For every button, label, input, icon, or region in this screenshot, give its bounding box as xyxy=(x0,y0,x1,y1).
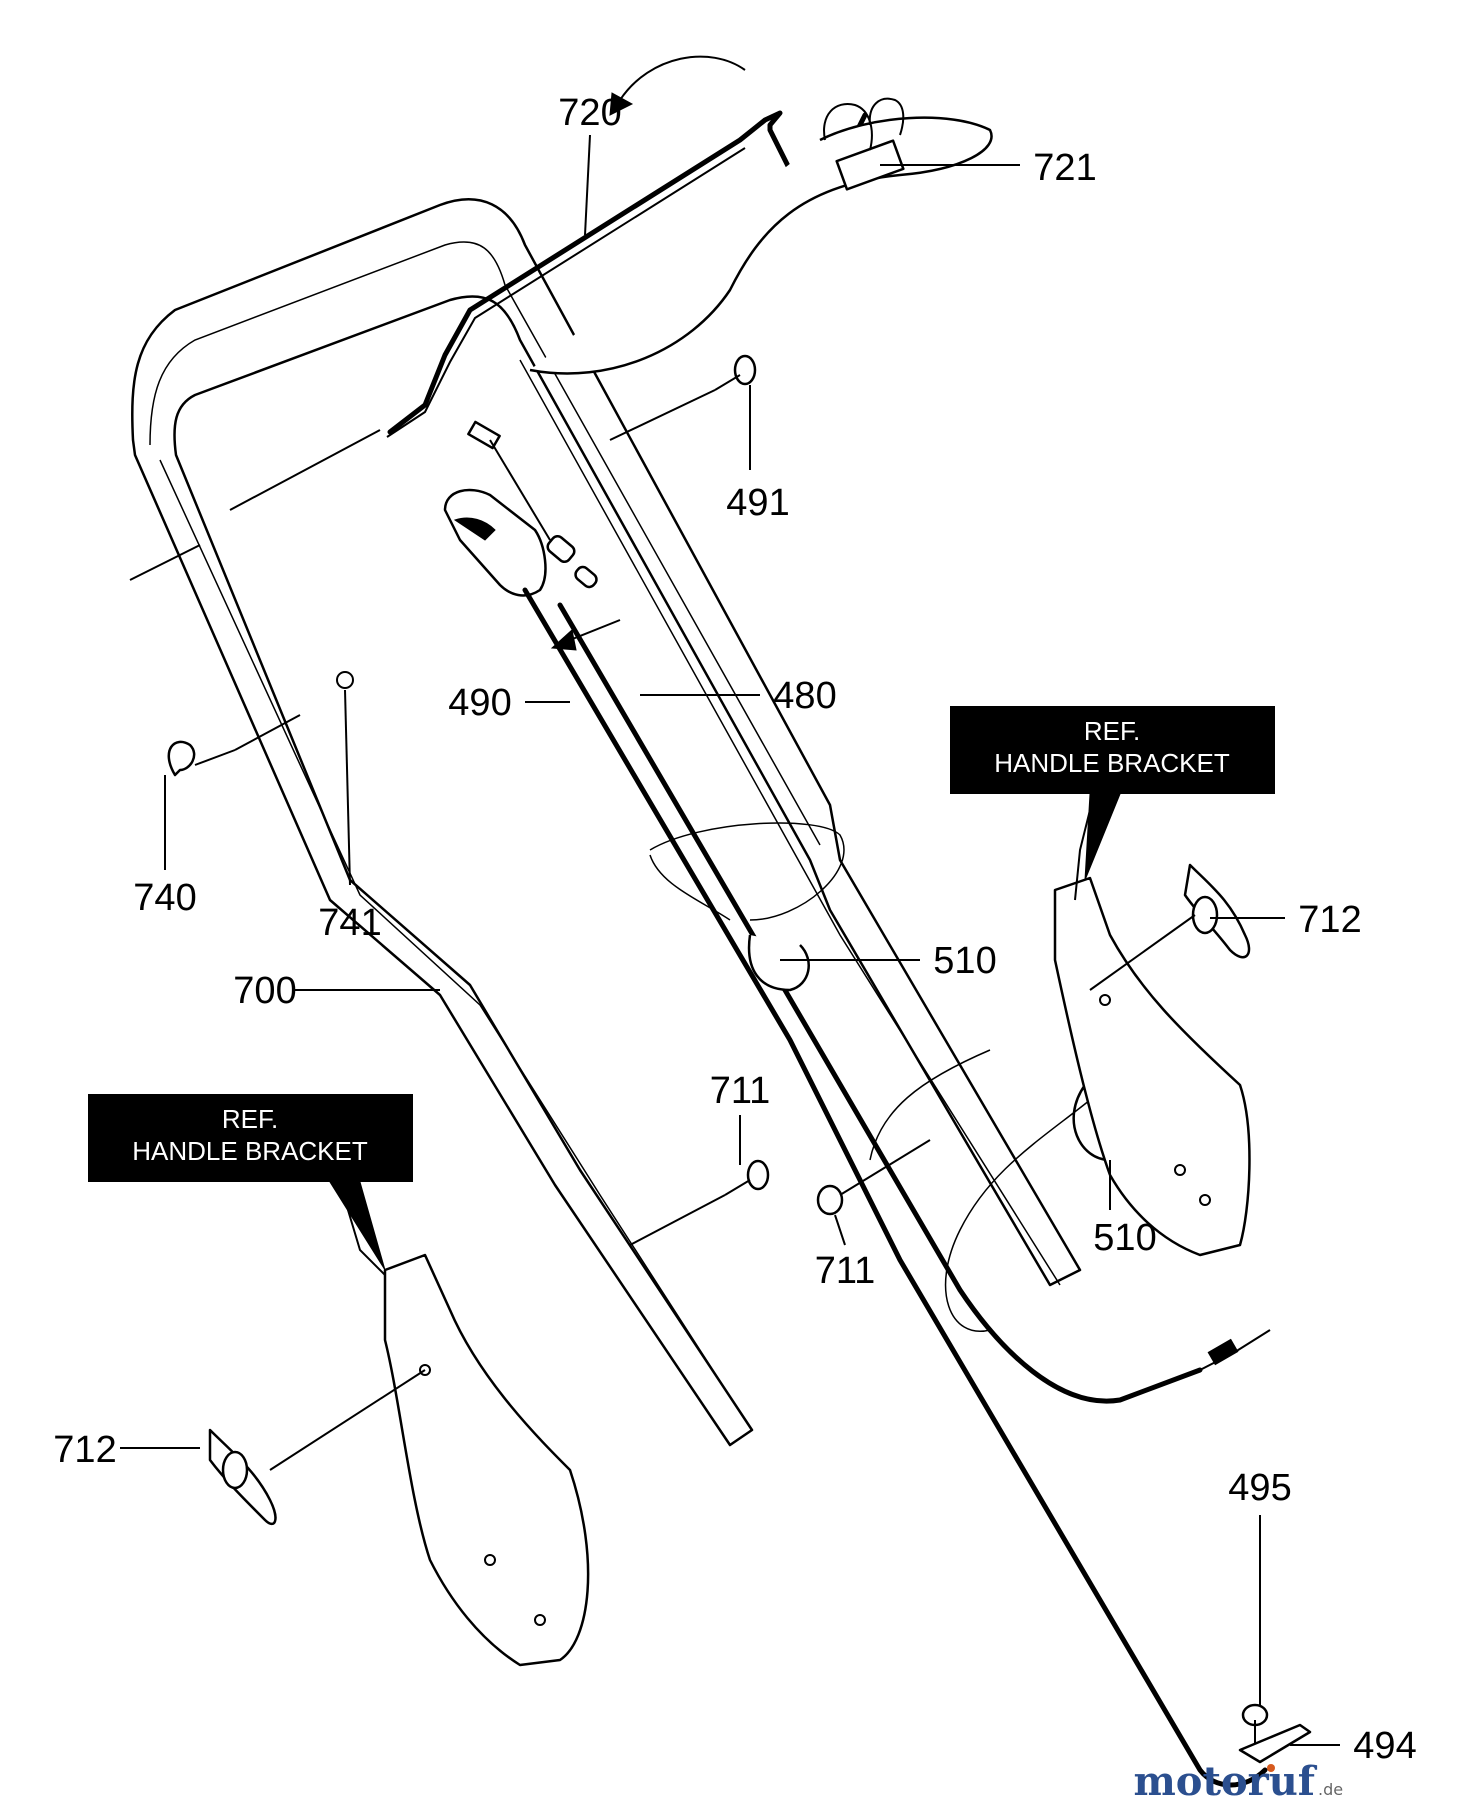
label-480: 480 xyxy=(773,675,836,717)
label-494: 494 xyxy=(1353,1725,1416,1767)
label-711-upper: 711 xyxy=(710,1070,771,1112)
label-490: 490 xyxy=(448,682,511,724)
label-740: 740 xyxy=(133,877,196,919)
part-labels: 720 721 491 490 480 740 741 700 510 510 … xyxy=(53,92,1416,1767)
right-handle-bracket xyxy=(1053,876,1251,1257)
callout-left-line2: HANDLE BRACKET xyxy=(132,1136,368,1166)
knob-right xyxy=(1089,863,1251,991)
svg-text:.de: .de xyxy=(1318,1780,1343,1799)
watermark-logo: motoruf .de xyxy=(1133,1758,1343,1800)
label-510-lower: 510 xyxy=(1093,1217,1156,1259)
label-741: 741 xyxy=(318,902,381,944)
label-712-right: 712 xyxy=(1298,899,1361,941)
label-491: 491 xyxy=(726,482,789,524)
callout-right-line1: REF. xyxy=(1084,716,1140,746)
upper-handle-frame xyxy=(131,198,1082,1447)
label-700: 700 xyxy=(233,970,296,1012)
label-721: 721 xyxy=(1033,147,1096,189)
label-712-left: 712 xyxy=(53,1429,116,1471)
callout-left: REF. HANDLE BRACKET xyxy=(88,1094,413,1271)
frame-pivot-lines xyxy=(129,429,381,581)
svg-text:motoruf: motoruf xyxy=(1133,1758,1317,1800)
knob-left xyxy=(208,1369,426,1526)
bolts xyxy=(167,354,1312,1764)
callout-right-line2: HANDLE BRACKET xyxy=(994,748,1230,778)
label-720: 720 xyxy=(558,92,621,134)
leader-lines xyxy=(120,134,1340,1746)
left-handle-bracket xyxy=(383,1253,590,1667)
label-711-lower: 711 xyxy=(815,1250,876,1292)
control-cables xyxy=(522,587,1271,1788)
label-495: 495 xyxy=(1228,1467,1291,1509)
top-grip-bracket xyxy=(529,97,993,375)
callout-left-line1: REF. xyxy=(222,1104,278,1134)
callout-right: REF. HANDLE BRACKET xyxy=(950,706,1275,881)
lever-assembly xyxy=(443,420,621,651)
label-510-upper: 510 xyxy=(933,940,996,982)
